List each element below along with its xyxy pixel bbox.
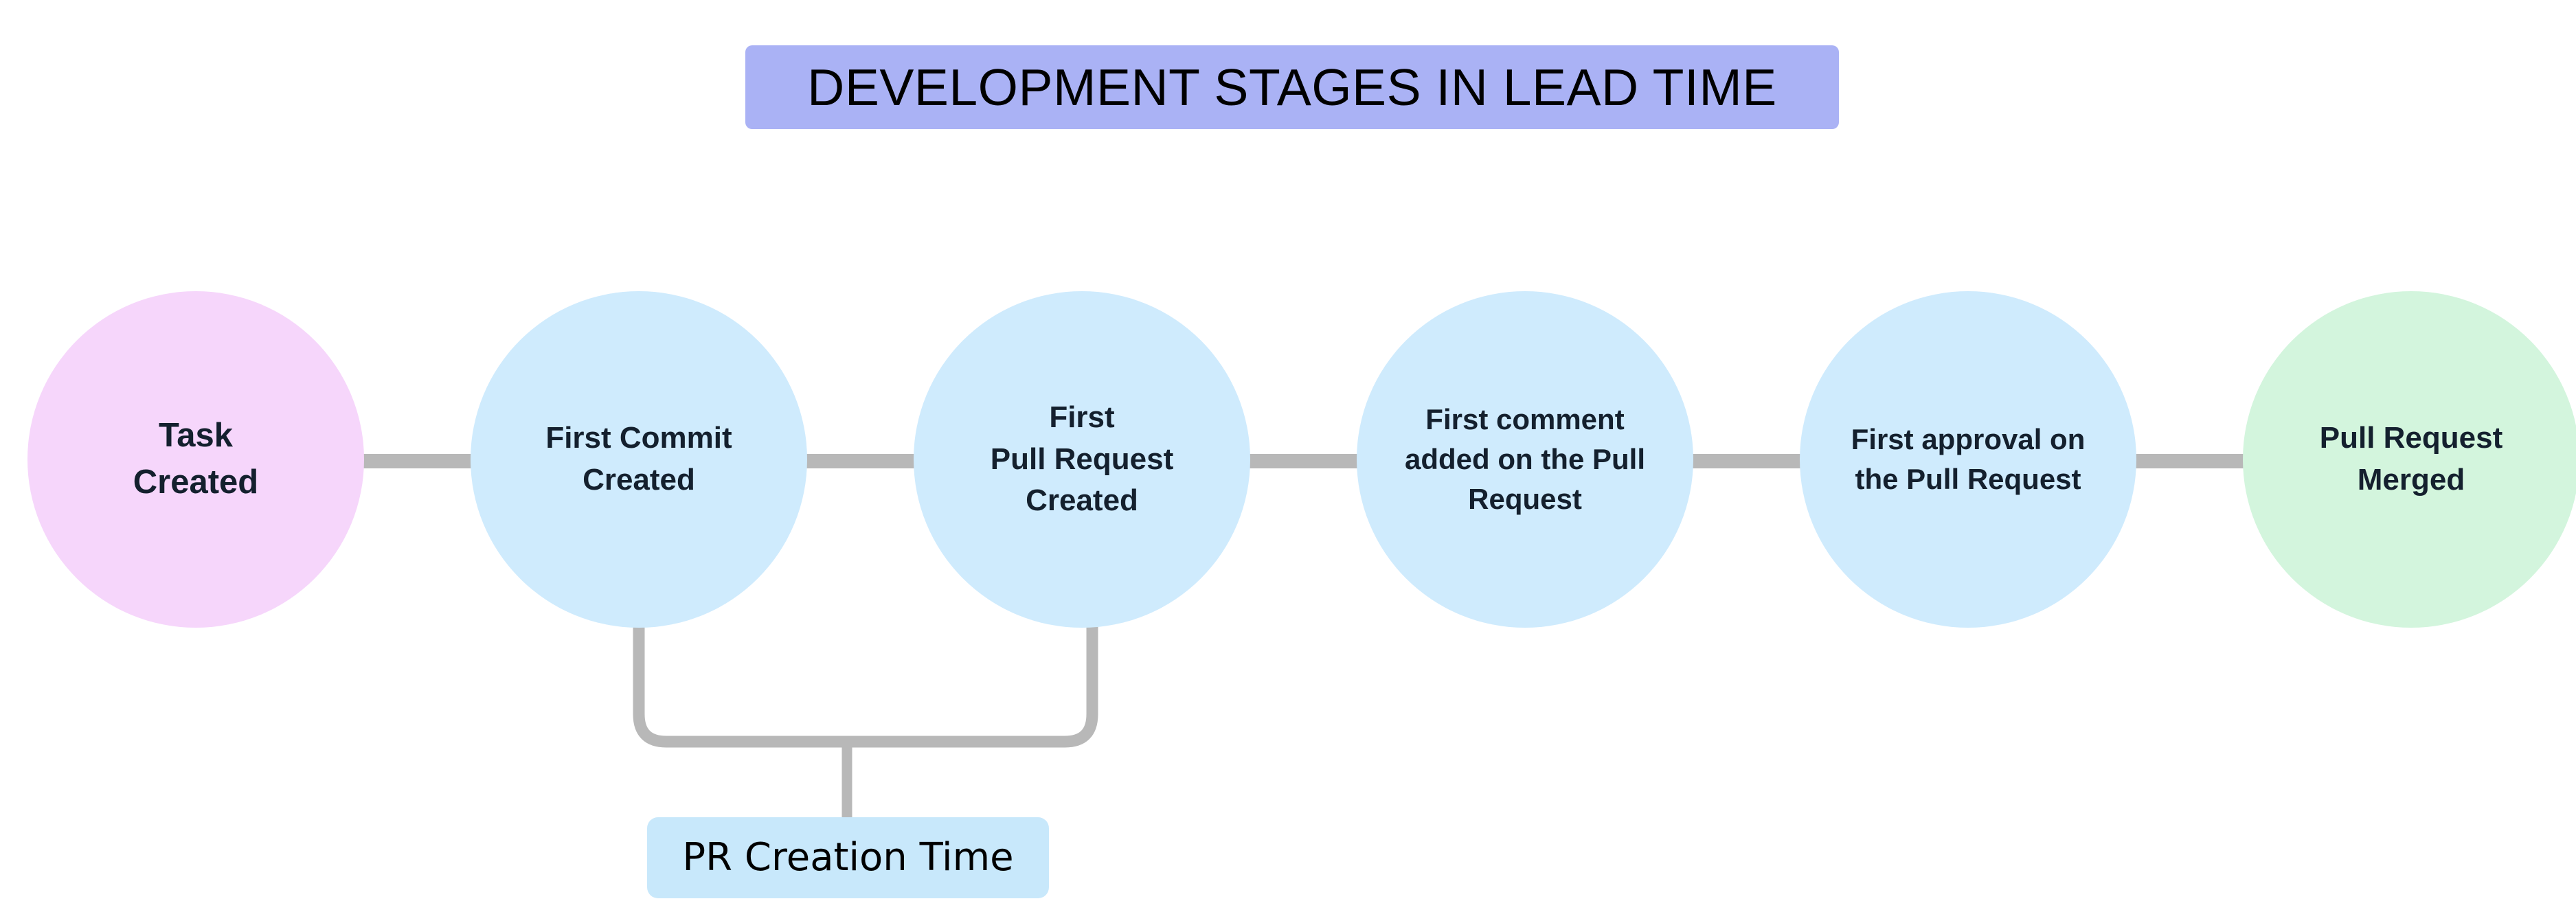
stage-label: First approval on the Pull Request [1851,423,2086,495]
connector-rail-3 [1247,454,1361,468]
stage-node-first-pull-request-created[interactable]: First Pull Request Created [914,291,1250,628]
connector-rail-1 [361,454,475,468]
stage-node-task-created[interactable]: Task Created [27,291,364,628]
stage-label: First Commit Created [545,421,732,497]
annotation-bracket [633,618,1098,821]
stage-node-first-commit-created[interactable]: First Commit Created [471,291,807,628]
diagram-title-banner: DEVELOPMENT STAGES IN LEAD TIME [745,45,1839,129]
connector-rail-5 [2133,454,2247,468]
connector-rail-4 [1690,454,1804,468]
stage-label: Pull Request Merged [2319,421,2503,497]
stage-label: First Pull Request Created [990,400,1174,518]
stage-label: Task Created [133,417,259,501]
stage-label: First comment added on the Pull Request [1404,403,1645,515]
stage-node-pull-request-merged[interactable]: Pull Request Merged [2243,291,2576,628]
stage-node-first-approval[interactable]: First approval on the Pull Request [1800,291,2136,628]
page-title: DEVELOPMENT STAGES IN LEAD TIME [807,58,1777,116]
connector-rail-2 [804,454,918,468]
annotation-pr-creation-time[interactable]: PR Creation Time [647,817,1049,898]
stage-node-first-comment-added[interactable]: First comment added on the Pull Request [1357,291,1693,628]
annotation-label: PR Creation Time [682,835,1014,880]
